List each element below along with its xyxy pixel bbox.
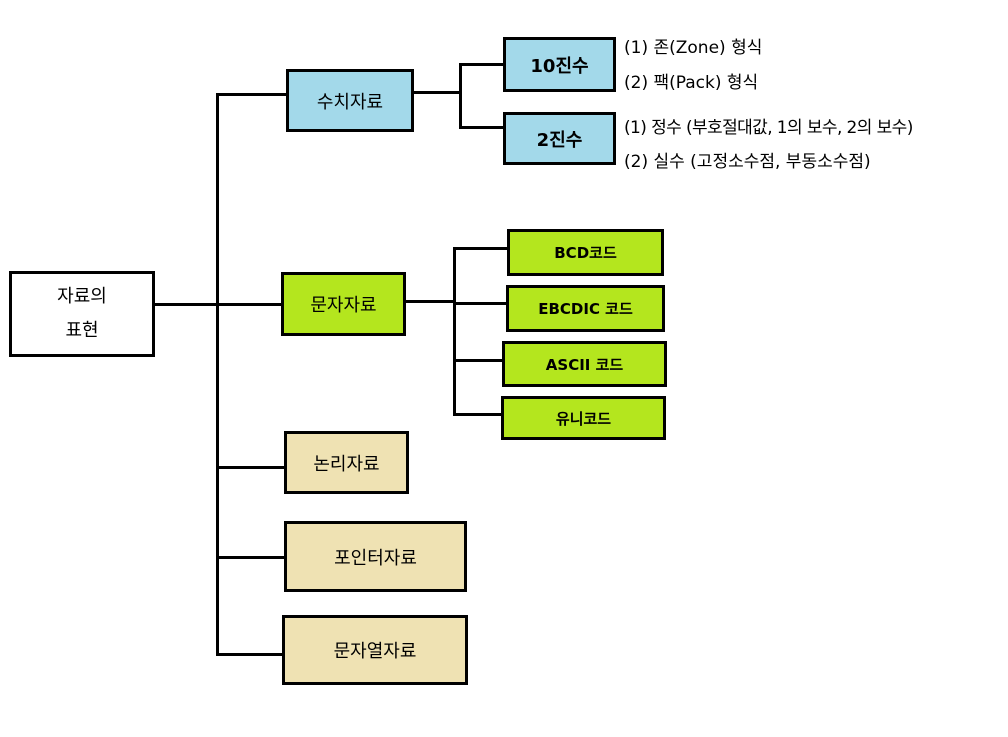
numeric-data-node: 수치자료 (286, 69, 414, 132)
ebcdic-code-label: EBCDIC 코드 (538, 300, 633, 318)
ascii-code-node: ASCII 코드 (502, 341, 667, 387)
root-node-line1: 자료의 (57, 286, 107, 307)
binary-label: 2진수 (536, 129, 583, 151)
binary-note-real: (2) 실수 (고정소수점, 부동소수점) (624, 152, 871, 172)
branch-line-numeric (216, 93, 288, 96)
decimal-note-pack: (2) 팩(Pack) 형식 (624, 73, 759, 93)
character-sub-trunk (453, 247, 456, 416)
binary-node: 2진수 (503, 112, 616, 165)
decimal-label: 10진수 (530, 55, 589, 77)
string-data-node: 문자열자료 (282, 615, 468, 685)
unicode-label: 유니코드 (555, 409, 612, 428)
ascii-code-label: ASCII 코드 (545, 355, 624, 374)
branch-line-decimal (459, 63, 505, 66)
branch-line-unicode (453, 413, 503, 416)
ebcdic-code-node: EBCDIC 코드 (506, 285, 665, 332)
root-to-trunk-line (152, 303, 220, 306)
numeric-out-line (412, 91, 462, 94)
numeric-sub-trunk (459, 63, 462, 129)
numeric-data-label: 수치자료 (316, 91, 384, 113)
root-node: 자료의 표현 (9, 271, 155, 357)
branch-line-ascii (453, 359, 504, 362)
logical-data-label: 논리자료 (313, 453, 380, 475)
branch-line-ebcdic (453, 302, 508, 305)
branch-line-binary (459, 126, 505, 129)
decimal-node: 10진수 (503, 37, 616, 92)
main-trunk-line (216, 93, 219, 656)
character-data-label: 문자자료 (310, 295, 377, 316)
binary-note-integer: (1) 정수 (부호절대값, 1의 보수, 2의 보수) (624, 118, 913, 138)
string-data-label: 문자열자료 (333, 641, 417, 662)
unicode-node: 유니코드 (501, 396, 666, 440)
character-out-line (404, 300, 456, 303)
branch-line-logical (216, 466, 286, 469)
bcd-code-node: BCD코드 (507, 229, 664, 276)
character-data-node: 문자자료 (281, 272, 406, 336)
bcd-code-label: BCD코드 (554, 244, 617, 262)
decimal-note-zone: (1) 존(Zone) 형식 (624, 38, 763, 58)
logical-data-node: 논리자료 (284, 431, 409, 494)
branch-line-bcd (453, 247, 509, 250)
pointer-data-node: 포인터자료 (284, 521, 467, 592)
root-node-line2: 표현 (65, 320, 99, 341)
branch-line-character (216, 303, 283, 306)
branch-line-pointer (216, 556, 286, 559)
pointer-data-label: 포인터자료 (334, 547, 417, 569)
branch-line-string (216, 653, 284, 656)
